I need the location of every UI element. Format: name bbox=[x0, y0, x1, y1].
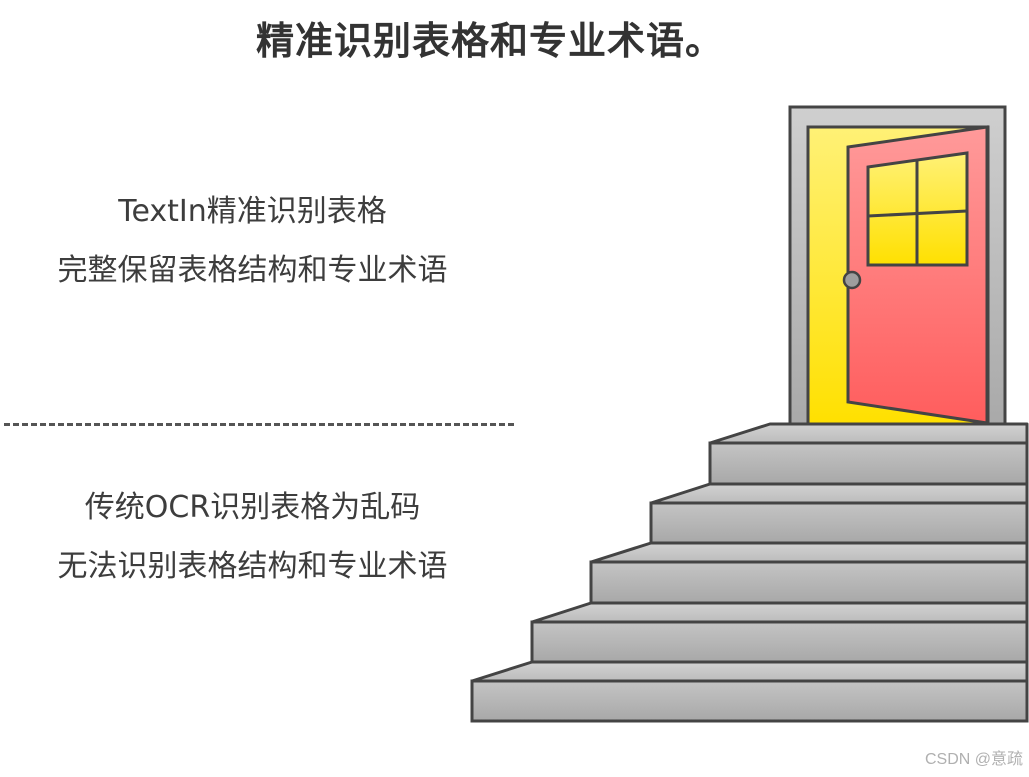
stair-step-front-1 bbox=[708, 441, 1029, 486]
upper-label-line-1: TextIn精准识别表格 bbox=[118, 194, 387, 229]
stair-step-front-3 bbox=[589, 560, 1029, 605]
dashed-divider bbox=[4, 423, 514, 426]
page-title: 精准识别表格和专业术语。 bbox=[255, 19, 724, 63]
stair-step-front-2 bbox=[649, 501, 1029, 545]
door-knob-icon bbox=[842, 270, 862, 290]
stair-step-top-5 bbox=[470, 660, 1029, 683]
upper-label-line-2: 完整保留表格结构和专业术语 bbox=[57, 253, 448, 288]
stair-step-top-3 bbox=[589, 541, 1029, 564]
stair-step-front-4 bbox=[530, 620, 1029, 664]
stair-step-front-5 bbox=[470, 679, 1029, 723]
stair-step-top-1 bbox=[708, 422, 1029, 445]
window-transom bbox=[867, 209, 968, 218]
lower-label-line-2: 无法识别表格结构和专业术语 bbox=[57, 549, 448, 584]
lower-label-line-1: 传统OCR识别表格为乱码 bbox=[84, 490, 421, 525]
stairs bbox=[470, 422, 1029, 723]
stair-step-top-2 bbox=[649, 482, 1029, 505]
watermark: CSDN @意疏 bbox=[924, 751, 1023, 768]
stair-step-top-4 bbox=[530, 601, 1029, 624]
